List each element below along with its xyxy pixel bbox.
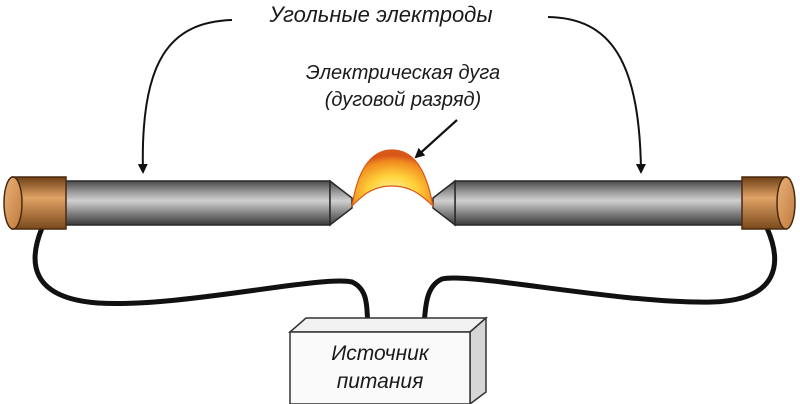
electrodes-label: Угольные электроды xyxy=(268,2,492,27)
arc-glow xyxy=(351,149,434,208)
right-electrode-cap-face xyxy=(776,176,796,230)
arc-label-line1: Электрическая дуга xyxy=(306,62,500,84)
arc-pointer-arrow xyxy=(414,119,458,159)
left-wire xyxy=(32,225,371,325)
right-wire xyxy=(421,225,778,325)
power-source-front xyxy=(289,331,471,404)
power-source-side xyxy=(469,316,487,404)
electrodes-right-arrow xyxy=(547,16,646,174)
right-electrode-rod xyxy=(454,180,752,226)
power-source-label-line1: Источник xyxy=(331,342,430,365)
power-source-top xyxy=(288,317,488,333)
right-carbon-electrode xyxy=(432,176,796,230)
left-electrode-rod xyxy=(57,180,331,226)
right-electrode-tip xyxy=(432,179,456,227)
left-electrode-cap-face xyxy=(3,176,23,230)
arc-label-line2: (дуговой разряд) xyxy=(325,89,481,111)
power-source-label-line2: питания xyxy=(337,370,424,393)
power-source: Источник питания xyxy=(288,316,488,404)
left-carbon-electrode xyxy=(3,176,353,230)
electrodes-left-arrow xyxy=(137,19,233,174)
left-electrode-tip xyxy=(329,179,353,227)
electric-arc xyxy=(351,149,434,208)
